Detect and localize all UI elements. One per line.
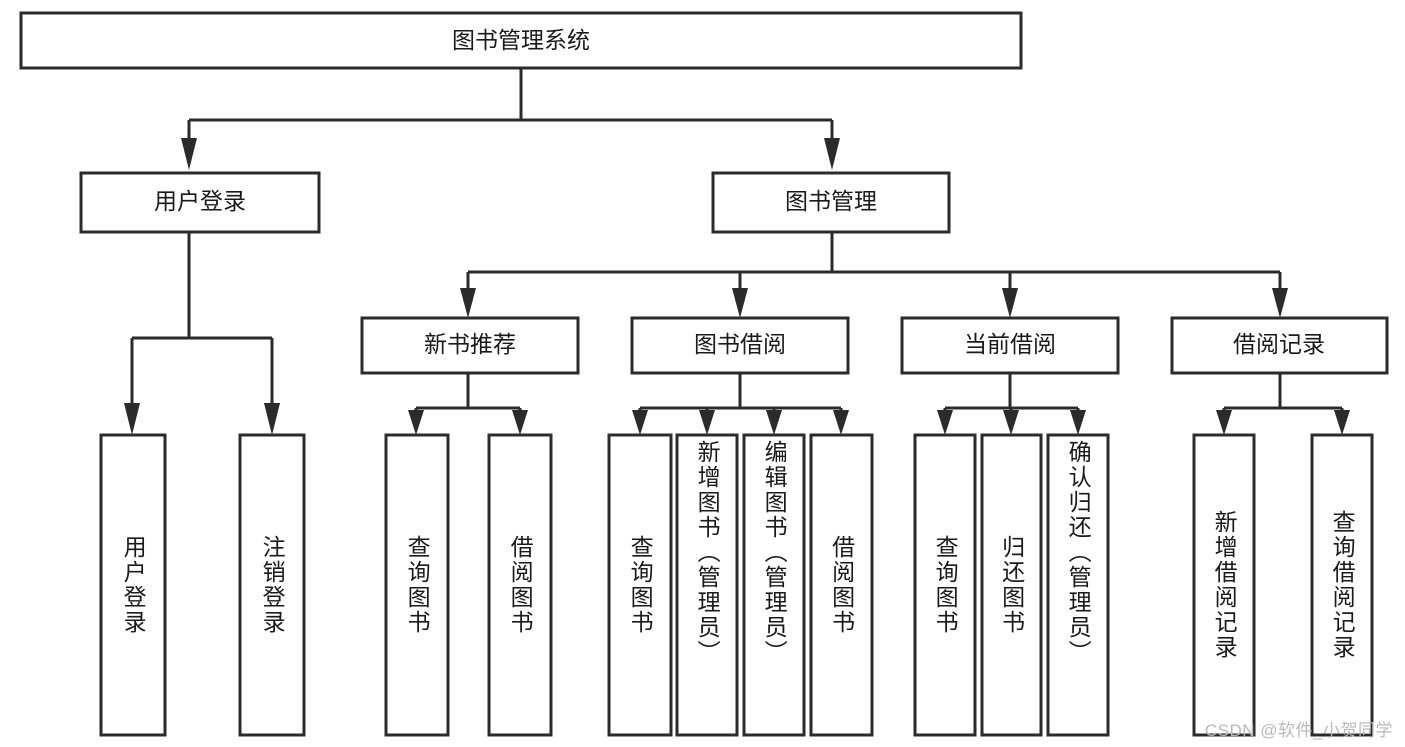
node-book-manage[interactable]: 图书管理 (711, 171, 951, 234)
connector-group-borrow-record (1216, 373, 1350, 435)
node-root-box[interactable] (19, 11, 1023, 70)
arrow-head-leaf-edit-book (766, 410, 782, 435)
node-book-manage-box[interactable] (711, 171, 951, 234)
arrow-head-user-login (181, 138, 197, 170)
arrow-head-current-borrow (1002, 288, 1018, 318)
node-leaf-user-login-box[interactable] (99, 433, 167, 737)
connector-group-user-login (124, 232, 280, 435)
arrow-head-leaf-confirm-return (1070, 410, 1086, 435)
node-book-borrow-box[interactable] (630, 316, 850, 375)
connector-group-root (181, 68, 840, 170)
arrow-head-book-manage (824, 138, 840, 170)
arrow-head-leaf-query-record (1334, 410, 1350, 435)
node-user-login[interactable]: 用户登录 (79, 171, 321, 234)
node-leaf-return-book-box[interactable] (980, 433, 1043, 737)
arrow-head-leaf-user-login (124, 403, 140, 435)
node-leaf-confirm-return-box[interactable] (1046, 433, 1110, 737)
watermark: CSDN @软件_小贺同学 (1204, 721, 1393, 740)
connector-group-current-borrow (937, 373, 1086, 435)
arrow-head-leaf-borrow-book-2 (833, 410, 849, 435)
arrow-head-leaf-query-book-1 (408, 410, 424, 435)
node-current-borrow[interactable]: 当前借阅 (900, 316, 1120, 375)
node-new-book-recommend-label: 新书推荐 (424, 331, 516, 357)
node-leaf-query-book-3-box[interactable] (913, 433, 977, 737)
node-borrow-record-label: 借阅记录 (1233, 331, 1325, 357)
arrow-head-borrow-record (1272, 288, 1288, 318)
connector-group-book-manage (460, 232, 1288, 318)
node-leaf-borrow-book-2-box[interactable] (809, 433, 874, 737)
node-leaf-borrow-book-1-box[interactable] (487, 433, 553, 737)
node-book-borrow[interactable]: 图书借阅 (630, 316, 850, 375)
node-leaf-query-record-box[interactable] (1310, 433, 1374, 737)
arrow-head-leaf-query-book-3 (937, 410, 953, 435)
node-leaf-add-book-box[interactable] (675, 433, 739, 737)
node-leaf-query-book-2-box[interactable] (607, 433, 673, 737)
arrow-head-leaf-borrow-book-1 (512, 410, 528, 435)
node-book-borrow-label: 图书借阅 (694, 331, 786, 357)
arrow-head-leaf-query-book-2 (632, 410, 648, 435)
node-leaf-logout-login-box[interactable] (238, 433, 306, 737)
arrow-head-leaf-add-book (699, 410, 715, 435)
arrow-head-leaf-return-book (1003, 410, 1019, 435)
node-root[interactable]: 图书管理系统 (19, 11, 1023, 70)
connector-group-book-borrow (632, 373, 849, 435)
node-borrow-record-box[interactable] (1170, 316, 1389, 375)
node-current-borrow-box[interactable] (900, 316, 1120, 375)
arrow-head-leaf-add-record (1216, 410, 1232, 435)
node-root-label: 图书管理系统 (452, 27, 590, 53)
node-book-manage-label: 图书管理 (785, 188, 877, 214)
node-current-borrow-label: 当前借阅 (964, 331, 1056, 357)
arrow-head-book-borrow (732, 288, 748, 318)
node-leaf-query-book-1-box[interactable] (384, 433, 450, 737)
node-user-login-label: 用户登录 (154, 188, 246, 214)
node-leaf-add-record-box[interactable] (1192, 433, 1256, 737)
node-borrow-record[interactable]: 借阅记录 (1170, 316, 1389, 375)
arrow-head-leaf-logout-login (264, 403, 280, 435)
arrow-head-new-book-recommend (460, 288, 476, 318)
node-user-login-box[interactable] (79, 171, 321, 234)
node-leaf-edit-book-box[interactable] (742, 433, 806, 737)
node-new-book-recommend[interactable]: 新书推荐 (360, 316, 580, 375)
connector-group-new-book-recommend (408, 373, 528, 435)
node-new-book-recommend-box[interactable] (360, 316, 580, 375)
